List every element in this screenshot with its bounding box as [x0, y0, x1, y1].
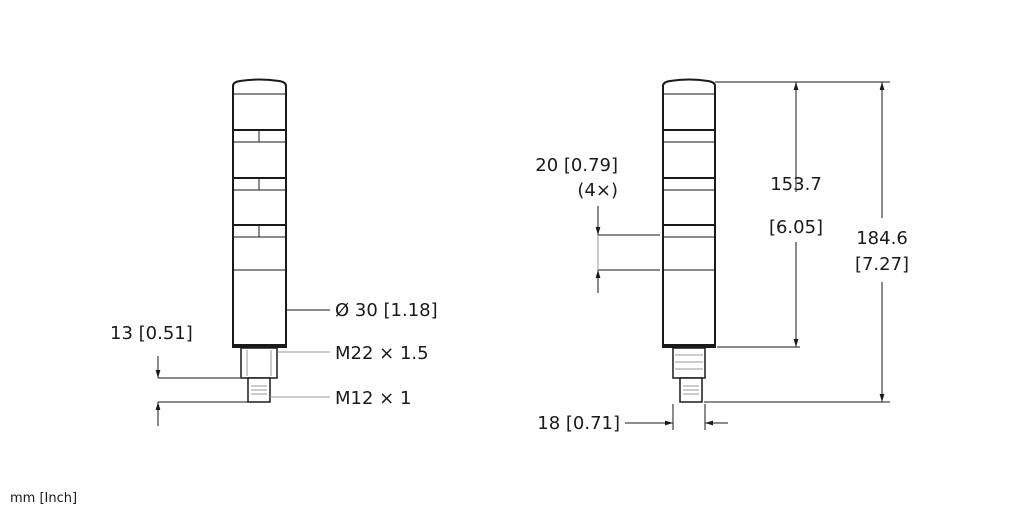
total-height-inch: [7.27]: [855, 254, 909, 275]
body-height-inch: [6.05]: [769, 217, 823, 238]
segment-count-label: (4×): [577, 180, 618, 201]
signal-tower-side-view: [662, 78, 716, 403]
diameter-label: Ø 30 [1.18]: [335, 300, 438, 321]
segment-height-label: 20 [0.79]: [535, 155, 618, 176]
connector-width-label: 18 [0.71]: [537, 413, 620, 434]
connector-length-label: 13 [0.51]: [110, 323, 193, 344]
thread-large-label: M22 × 1.5: [335, 343, 429, 364]
left-dimensions: Ø 30 [1.18] M22 × 1.5 M12 × 1 13 [0.51]: [110, 300, 438, 426]
thread-small-label: M12 × 1: [335, 388, 411, 409]
body-height-value: 153.7: [770, 174, 822, 195]
right-dimensions: 153.7 [6.05] 184.6 [7.27] 20 [0.79] (4×)…: [535, 81, 909, 434]
units-note: mm [Inch]: [10, 491, 77, 506]
total-height-value: 184.6: [856, 228, 908, 249]
signal-tower-front-view: [232, 78, 287, 403]
